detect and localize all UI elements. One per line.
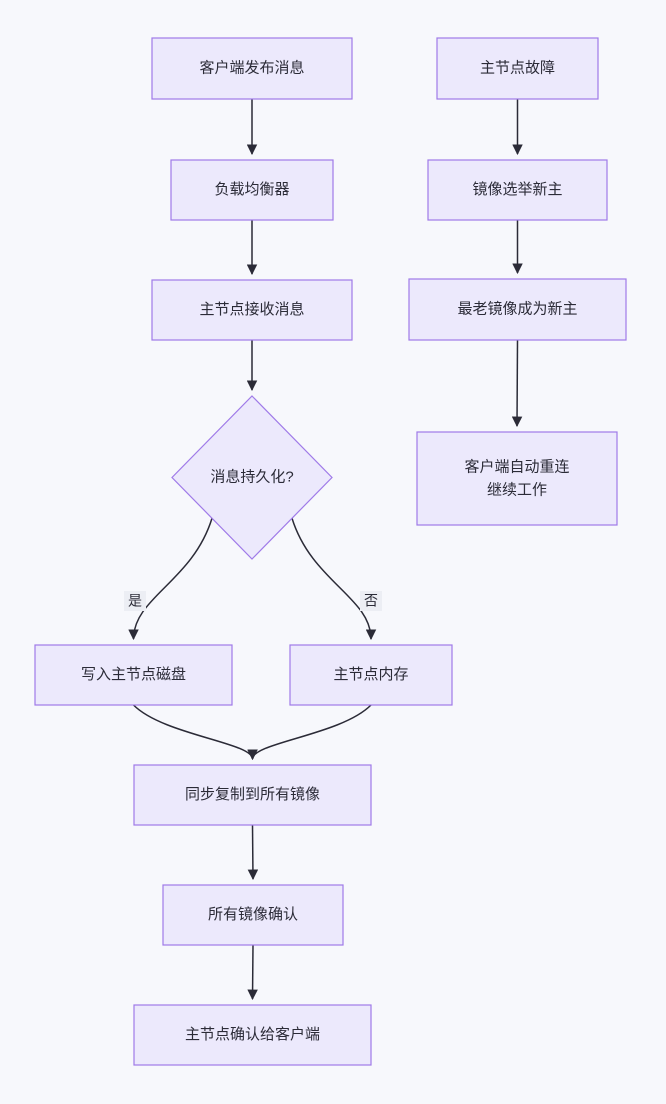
edge-label: 否 xyxy=(360,591,382,611)
flow-edge xyxy=(132,704,258,761)
node-label: 主节点接收消息 xyxy=(199,301,304,318)
process-shape xyxy=(151,37,353,100)
process-shape xyxy=(133,764,372,826)
flow-node-n5[interactable]: 写入主节点磁盘 xyxy=(34,644,233,706)
process-shape xyxy=(427,159,608,221)
edge-label-text: 否 xyxy=(364,593,378,609)
edge-label-background xyxy=(360,591,382,611)
flow-node-n7[interactable]: 同步复制到所有镜像 xyxy=(133,764,372,826)
flow-node-n2[interactable]: 负载均衡器 xyxy=(170,159,334,221)
node-label: 客户端发布消息 xyxy=(199,59,304,76)
process-shape xyxy=(408,278,627,341)
edge-labels-layer: 是否 xyxy=(124,591,382,611)
process-shape xyxy=(436,37,599,100)
process-shape xyxy=(34,644,233,706)
flow-node-n8[interactable]: 所有镜像确认 xyxy=(162,884,344,946)
edge-label-background xyxy=(124,591,146,611)
process-shape xyxy=(162,884,344,946)
node-label: 写入主节点磁盘 xyxy=(81,665,186,683)
node-label: 负载均衡器 xyxy=(214,181,289,198)
node-label: 主节点确认给客户端 xyxy=(185,1026,320,1043)
process-shape xyxy=(133,1004,372,1066)
node-label: 镜像选举新主 xyxy=(472,180,562,198)
flow-edge xyxy=(128,518,213,641)
flow-node-n1[interactable]: 客户端发布消息 xyxy=(151,37,353,100)
flow-node-m1[interactable]: 主节点故障 xyxy=(436,37,599,100)
node-label: 主节点内存 xyxy=(333,666,408,683)
node-label: 消息持久化? xyxy=(210,468,293,485)
flow-node-n6[interactable]: 主节点内存 xyxy=(289,644,453,706)
process-shape xyxy=(289,644,453,706)
node-label: 同步复制到所有镜像 xyxy=(185,785,320,803)
flow-node-m3[interactable]: 最老镜像成为新主 xyxy=(408,278,627,341)
flow-node-n9[interactable]: 主节点确认给客户端 xyxy=(133,1004,372,1066)
edges-layer xyxy=(128,99,523,1001)
flow-node-n4[interactable]: 消息持久化? xyxy=(171,395,333,560)
node-label: 所有镜像确认 xyxy=(208,905,298,923)
flow-edge xyxy=(247,824,259,881)
edge-label-text: 是 xyxy=(128,593,142,609)
process-shape xyxy=(170,159,334,221)
flow-edge xyxy=(511,339,523,428)
node-label: 最老镜像成为新主 xyxy=(457,299,577,317)
flow-node-m4[interactable]: 客户端自动重连继续工作 xyxy=(416,431,618,526)
flow-edge xyxy=(247,944,258,1001)
process-shape xyxy=(151,279,353,341)
node-label: 主节点故障 xyxy=(480,58,555,76)
decision-shape xyxy=(171,395,333,560)
flow-node-n3[interactable]: 主节点接收消息 xyxy=(151,279,353,341)
flow-edge xyxy=(291,518,377,641)
flow-edge xyxy=(247,704,372,761)
flow-node-m2[interactable]: 镜像选举新主 xyxy=(427,159,608,221)
node-label: 客户端自动重连继续工作 xyxy=(464,458,569,498)
process-shape xyxy=(416,431,618,526)
edge-label: 是 xyxy=(124,591,146,611)
